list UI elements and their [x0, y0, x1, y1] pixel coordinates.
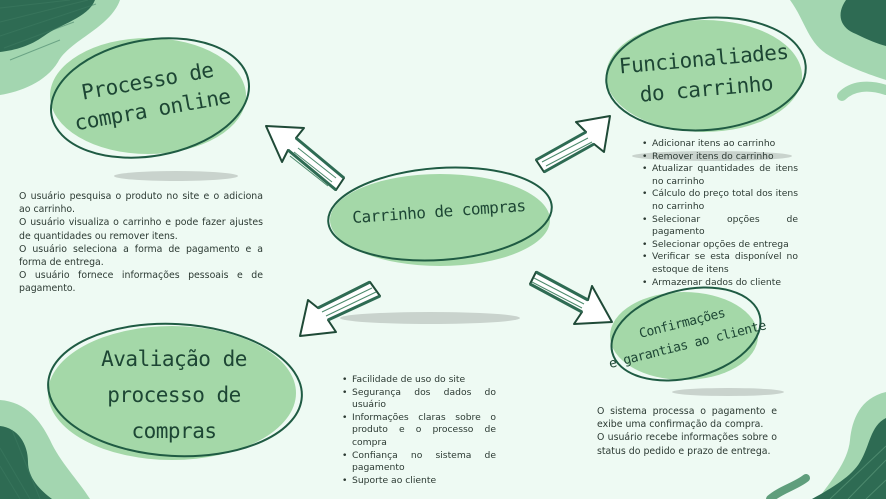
list-item: Armazenar dados do cliente	[642, 277, 798, 290]
list-item: Verificar se esta disponível no estoque …	[642, 251, 798, 276]
arrow-up-right-icon	[535, 115, 611, 174]
text-processo-item: O usuário visualiza o carrinho e pode fa…	[19, 217, 263, 242]
text-confirmacoes-item: O sistema processa o pagamento e exibe u…	[597, 406, 777, 431]
corner-blob-bottom-left-dark	[0, 426, 52, 499]
list-item: Adicionar itens ao carrinho	[642, 138, 798, 151]
bubble-processo	[50, 37, 250, 159]
list-funcionalidades: Adicionar itens ao carrinho Remover iten…	[641, 138, 798, 289]
list-item: Segurança dos dados do usuário	[342, 387, 496, 412]
node-avaliacao-title: Avaliação de processo de compras	[64, 334, 284, 456]
list-item: Selecionar opções de pagamento	[642, 214, 798, 239]
list-item: Cálculo do preço total dos itens no carr…	[642, 188, 798, 213]
bubble-center	[327, 166, 553, 266]
text-processo: O usuário pesquisa o produto no site e o…	[19, 190, 263, 296]
node-avaliacao-line-1: Avaliação de	[101, 347, 247, 371]
bubble-avaliacao	[47, 322, 303, 460]
list-avaliacao: Facilidade de uso do site Segurança dos …	[341, 374, 496, 487]
text-confirmacoes-item: O usuário recebe informações sobre o sta…	[597, 432, 777, 457]
bubble-funcionalidades	[605, 16, 807, 132]
node-avaliacao-line-2: processo de	[107, 383, 241, 407]
list-item: Remover itens do carrinho	[642, 151, 798, 164]
center-title-text: Carrinho de compras	[351, 195, 527, 228]
text-processo-item: O usuário seleciona a forma de pagamento…	[19, 243, 263, 269]
text-processo-item: O usuário pesquisa o produto no site e o…	[19, 191, 263, 216]
node-funcionalidades-title: Funcionaliades do carrinho	[598, 19, 811, 129]
text-processo-item: O usuário fornece informações pessoais e…	[19, 270, 263, 295]
arrow-up-left-icon	[265, 125, 345, 192]
list-item: Confiança no sistema de pagamento	[342, 450, 496, 475]
arrow-down-right-icon	[529, 270, 613, 325]
list-item: Atualizar quantidades de itens no carrin…	[642, 163, 798, 188]
shadow-center	[340, 312, 520, 324]
node-avaliacao-line-3: compras	[131, 419, 217, 443]
list-item: Selecionar opções de entrega	[642, 239, 798, 252]
corner-blob-top-right-dark	[840, 0, 886, 46]
list-item: Facilidade de uso do site	[342, 374, 496, 387]
text-confirmacoes: O sistema processa o pagamento e exibe u…	[597, 405, 777, 458]
list-item: Suporte ao cliente	[342, 475, 496, 488]
list-item: Informações claras sobre o produto e o p…	[342, 412, 496, 450]
corner-blob-top-left-dark	[0, 0, 95, 52]
arrow-down-left-icon	[299, 280, 381, 337]
shadow-confirmacoes	[672, 388, 784, 396]
bubble-confirmacoes	[610, 286, 762, 382]
shadow-processo	[114, 171, 238, 181]
